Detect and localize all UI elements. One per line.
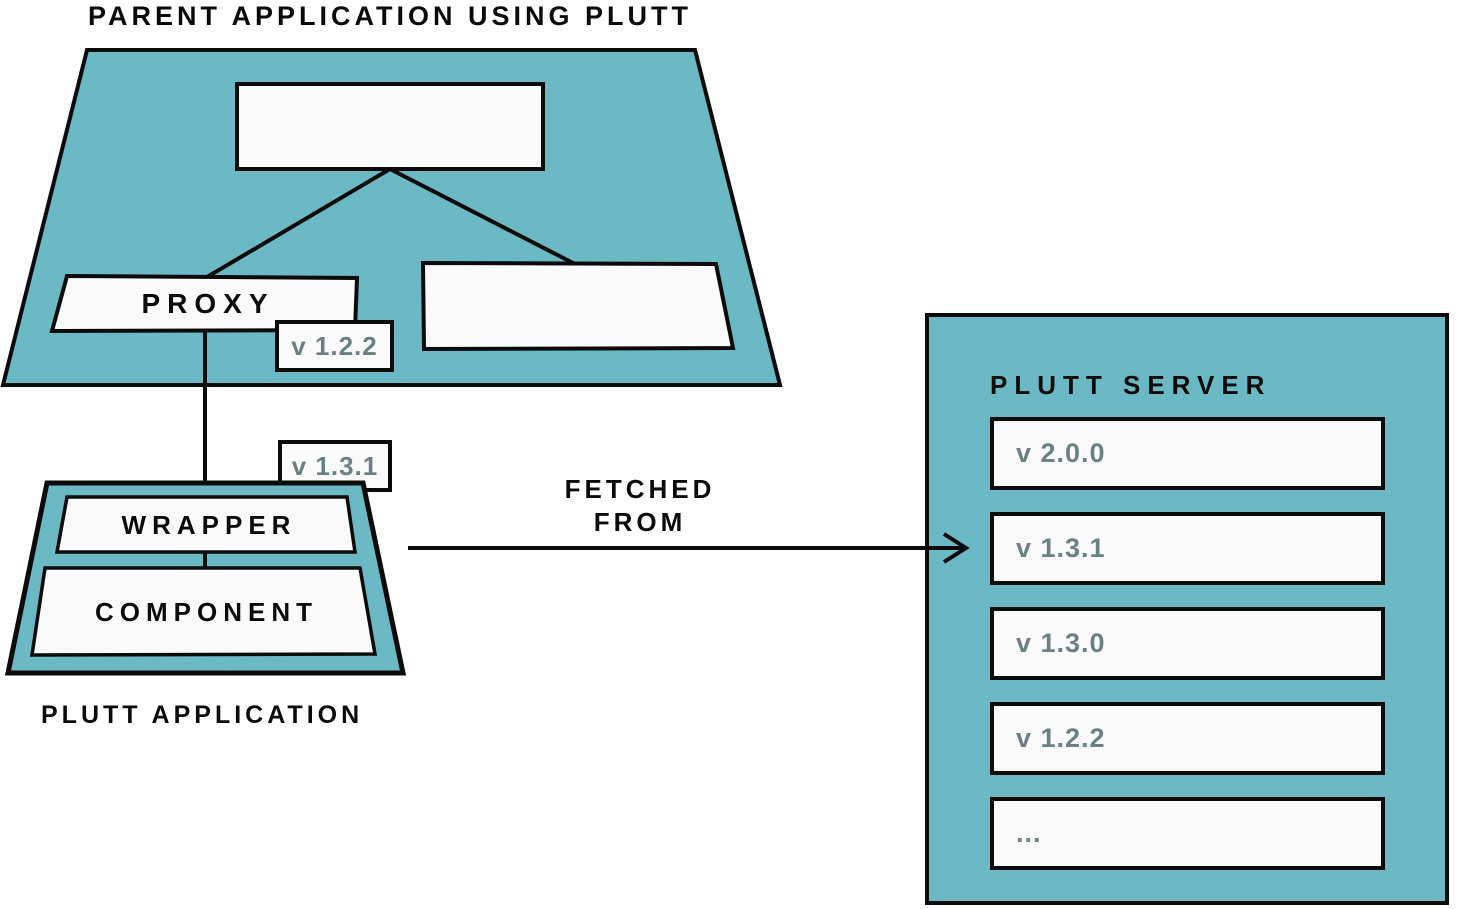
plutt-server-title: PLUTT SERVER	[990, 370, 1272, 400]
component-label: COMPONENT	[95, 596, 318, 627]
wrapper-label: WRAPPER	[121, 509, 297, 540]
wrapper-box	[54, 495, 358, 554]
component-box	[29, 566, 378, 657]
server-version-label: ...	[1016, 818, 1042, 848]
server-version-label: v 1.3.1	[1016, 533, 1106, 563]
fetched-from-label: FETCHED FROM	[490, 473, 790, 539]
proxy-version-tag-box	[275, 320, 394, 372]
diagram-title: PARENT APPLICATION USING PLUTT	[88, 1, 692, 31]
server-version-label: v 1.2.2	[1016, 723, 1106, 753]
fetched-from-label-line1: FETCHED	[564, 474, 716, 504]
sibling-component-box	[420, 260, 736, 352]
proxy-version-tag: v 1.2.2	[291, 330, 378, 361]
plutt-version-tag: v 1.3.1	[291, 450, 379, 481]
server-version-label: v 1.3.0	[1016, 628, 1106, 658]
fetched-from-label-line2: FROM	[593, 507, 687, 537]
plutt-application-caption: PLUTT APPLICATION	[41, 701, 364, 729]
server-version-row: ...	[990, 797, 1385, 870]
tree-edge-right	[389, 167, 576, 266]
server-version-row: v 1.2.2	[990, 702, 1385, 775]
root-component-box	[235, 82, 545, 171]
fetched-from-arrowhead-icon	[942, 532, 970, 564]
proxy-label: PROXY	[141, 288, 275, 319]
server-version-row: v 1.3.1	[990, 512, 1385, 585]
server-version-row: v 1.3.0	[990, 607, 1385, 680]
tree-edge-left	[205, 167, 392, 279]
server-version-row: v 2.0.0	[990, 417, 1385, 490]
server-version-label: v 2.0.0	[1016, 438, 1106, 468]
